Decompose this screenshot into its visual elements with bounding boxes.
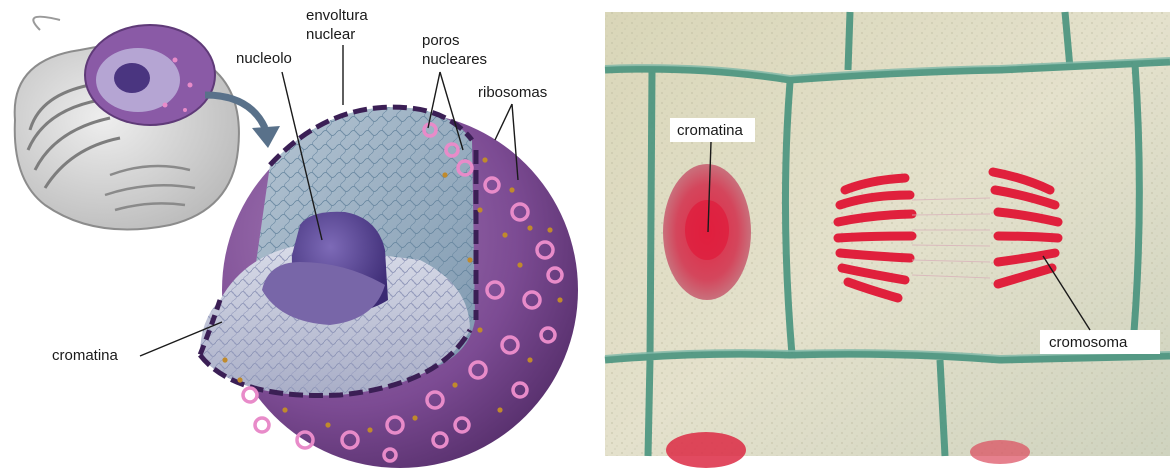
label-envoltura-line2: nuclear [306,26,355,43]
zoom-arrowhead [252,126,280,148]
bottom-nucleus-right [970,440,1030,464]
interphase-nucleus [663,164,751,300]
right-panel-micrograph: cromatina cromosoma [605,12,1170,468]
left-panel-nucleus-illustration: envoltura nuclear poros nucleares nucleo… [15,7,578,468]
label-ribosomas: ribosomas [478,84,547,101]
bottom-nucleus-left [666,432,746,468]
label-envoltura-line1: envoltura [306,7,368,24]
label-cromatina-left: cromatina [52,347,119,364]
label-nucleolo: nucleolo [236,50,292,67]
label-cromatina-right: cromatina [677,122,744,139]
nucleus-cutaway [200,107,578,468]
label-poros-line2: nucleares [422,51,487,68]
label-cromosoma: cromosoma [1049,334,1128,351]
leader-ribosomas-a [495,104,512,140]
cell-illustration [15,17,239,230]
label-poros-line1: poros [422,32,460,49]
